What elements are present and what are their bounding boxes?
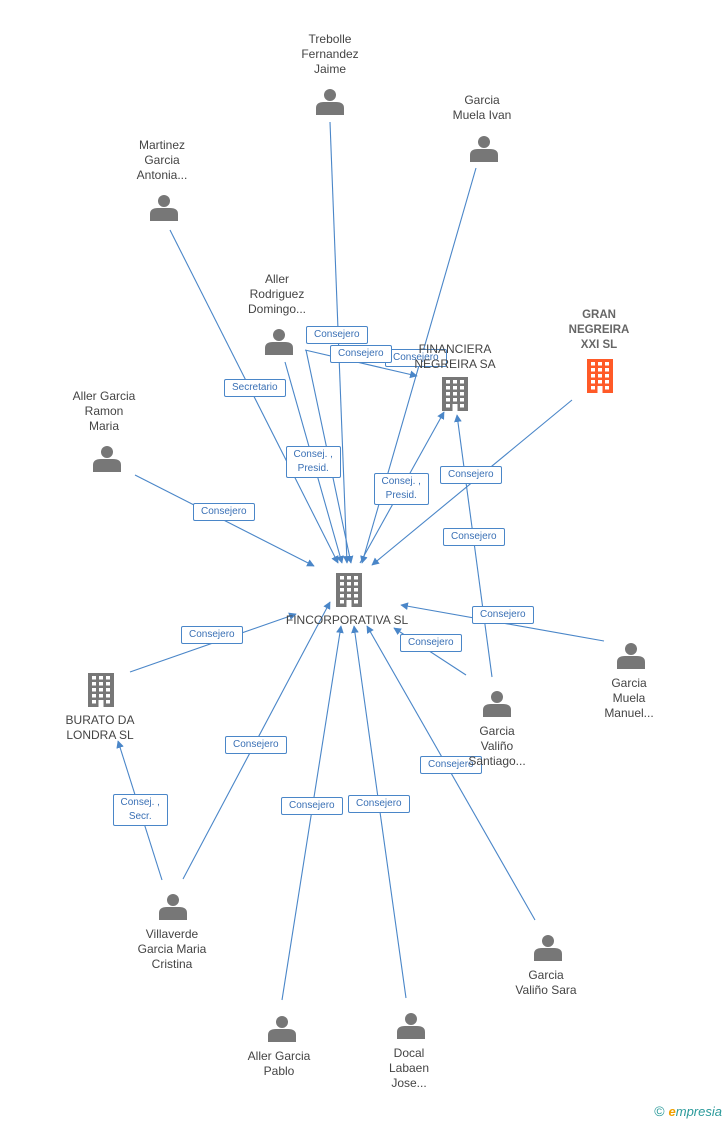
person-icon[interactable] [150, 195, 178, 221]
person-icon[interactable] [265, 329, 293, 355]
copyright-symbol: © [654, 1103, 665, 1119]
node-label-aller_ramon[interactable]: Aller Garcia Ramon Maria [72, 389, 136, 433]
person-icon[interactable] [159, 894, 187, 920]
edge-label-fincorporativa-to-financiera[interactable]: Consej. , Presid. [373, 473, 429, 505]
node-label-garcia_manuel[interactable]: Garcia Muela Manuel... [604, 676, 654, 720]
person-icon[interactable] [617, 643, 645, 669]
edges-layer [116, 121, 605, 1001]
edge-label-martinez-to-fincorporativa[interactable]: Secretario [224, 379, 286, 397]
edge-aller_rodriguez-to-financiera [304, 349, 418, 379]
person-icon[interactable] [534, 935, 562, 961]
edge-label-docal-to-fincorporativa[interactable]: Consejero [348, 795, 410, 813]
edge-label-villaverde-to-burato[interactable]: Consej. , Secr. [112, 794, 168, 826]
node-label-aller_rodriguez[interactable]: Aller Rodriguez Domingo... [247, 272, 307, 316]
node-label-burato[interactable]: BURATO DA LONDRA SL [65, 713, 135, 742]
edge-label-gran_negreira-to-fincorporativa[interactable]: Consejero [440, 466, 502, 484]
person-icon[interactable] [397, 1013, 425, 1039]
edge-label-villaverde-to-fincorporativa[interactable]: Consejero [225, 736, 287, 754]
person-icon[interactable] [470, 136, 498, 162]
empresia-watermark: ©empresia [654, 1103, 722, 1119]
edge-label-trebolle-to-fincorporativa[interactable]: Consejero [306, 326, 368, 344]
node-label-trebolle[interactable]: Trebolle Fernandez Jaime [301, 32, 359, 76]
node-label-garcia_ivan[interactable]: Garcia Muela Ivan [452, 93, 512, 122]
edge-label-garcia_santiago-to-fincorporativa[interactable]: Consejero [400, 634, 462, 652]
brand-e: e [668, 1104, 676, 1119]
edge-label-aller_pablo-to-fincorporativa[interactable]: Consejero [281, 797, 343, 815]
node-label-docal[interactable]: Docal Labaen Jose... [388, 1046, 430, 1090]
person-icon[interactable] [268, 1016, 296, 1042]
person-icon[interactable] [316, 89, 344, 115]
node-label-fincorporativa[interactable]: FINCORPORATIVA SL [285, 613, 409, 627]
person-icon[interactable] [483, 691, 511, 717]
node-label-financiera[interactable]: FINANCIERA NEGREIRA SA [414, 342, 496, 371]
edge-label-aller_rodriguez-to-fincorporativa[interactable]: Consejero [330, 345, 392, 363]
icons-layer [88, 89, 645, 1042]
node-label-gran_negreira[interactable]: GRAN NEGREIRA XXI SL [568, 309, 630, 351]
person-icon[interactable] [93, 446, 121, 472]
edge-label-burato-to-fincorporativa[interactable]: Consejero [181, 626, 243, 644]
edge-garcia_santiago-to-financiera [454, 414, 493, 678]
node-label-garcia_santiago[interactable]: Garcia Valiño Santiago... [468, 724, 526, 768]
edge-label-aller_ramon-to-fincorporativa[interactable]: Consejero [193, 503, 255, 521]
node-label-martinez[interactable]: Martinez Garcia Antonia... [136, 138, 188, 182]
edge-label-aller_rodriguez-to-fincorporativa[interactable]: Consej. , Presid. [285, 446, 341, 478]
building-icon[interactable] [336, 573, 362, 607]
brand-name: mpresia [675, 1104, 722, 1119]
node-label-garcia_sara[interactable]: Garcia Valiño Sara [515, 968, 577, 997]
node-label-villaverde[interactable]: Villaverde Garcia Maria Cristina [137, 927, 207, 971]
node-label-aller_pablo[interactable]: Aller Garcia Pablo [247, 1049, 311, 1078]
building-icon[interactable] [88, 673, 114, 707]
edge-label-garcia_manuel-to-fincorporativa[interactable]: Consejero [472, 606, 534, 624]
building-icon[interactable] [442, 377, 468, 411]
building-icon[interactable] [587, 359, 613, 393]
edge-label-garcia_santiago-to-financiera[interactable]: Consejero [443, 528, 505, 546]
edge-label-garcia_sara-to-fincorporativa[interactable]: Consejero [420, 756, 482, 774]
